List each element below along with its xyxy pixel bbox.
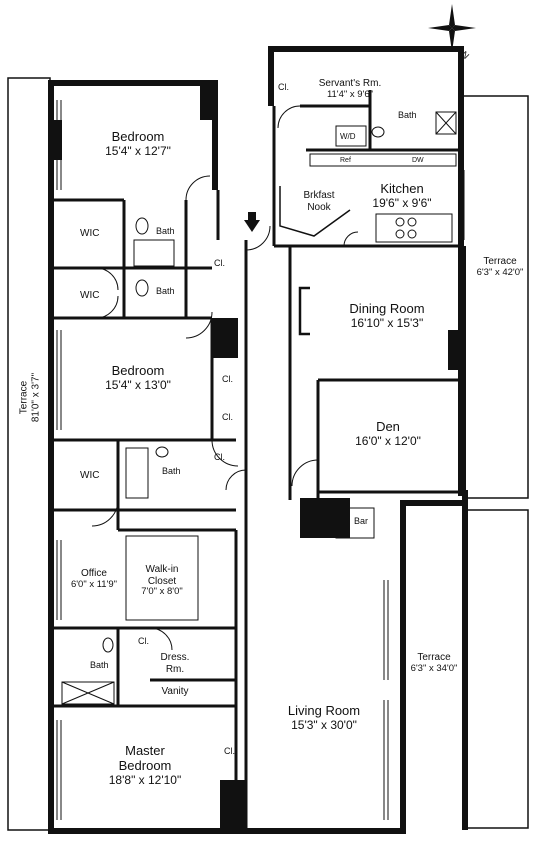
bedroom1-name: Bedroom	[111, 129, 165, 144]
walkin-closet-line2: Closet	[147, 575, 177, 587]
walkin-closet-line1: Walk-in	[145, 564, 179, 575]
bath-label-4: Bath	[90, 660, 109, 670]
windows	[56, 100, 465, 820]
fixtures	[61, 111, 457, 705]
den-label: Den 16'0" x 12'0"	[330, 419, 446, 449]
breakfast-nook-outline	[279, 186, 351, 237]
servants-room-label: Servant's Rm. 11'4" x 9'6"	[300, 78, 400, 100]
bedroom2-name: Bedroom	[111, 363, 165, 378]
closet-label-5: Cl.	[138, 636, 149, 646]
terrace-right-outline	[464, 95, 529, 829]
wic-label-2: WIC	[80, 290, 100, 301]
terrace-right-top-label: Terrace 6'3" x 42'0"	[470, 256, 530, 278]
bath-label-1: Bath	[156, 226, 175, 236]
dressing-room-line2: Rm.	[165, 663, 185, 675]
terrace-left-dims: 81'0" x 3'7"	[30, 372, 41, 423]
bath-label-5: Bath	[398, 110, 417, 120]
bedroom2-label: Bedroom 15'4" x 13'0"	[78, 363, 198, 393]
dining-room-dims: 16'10" x 15'3"	[350, 315, 424, 330]
terrace-left-label: Terrace 81'0" x 3'7"	[19, 358, 42, 438]
closet-label-1: Cl.	[214, 258, 225, 268]
dressing-room-label: Dress. Rm.	[150, 652, 200, 675]
dining-bracket	[298, 286, 310, 336]
breakfast-nook-line1: Brkfast	[303, 190, 335, 201]
walkin-closet-dims: 7'0" x 8'0"	[141, 586, 183, 597]
office-dims: 6'0" x 11'9"	[70, 578, 118, 590]
servants-room-name: Servant's Rm.	[318, 78, 382, 89]
terrace-left-outline	[7, 77, 51, 831]
washer-dryer-label: W/D	[340, 132, 356, 141]
terrace-left-name: Terrace	[18, 380, 30, 415]
closet-label-2: Cl.	[222, 374, 233, 384]
vanity-name: Vanity	[161, 686, 189, 697]
closet-label-4: Cl.	[214, 452, 225, 462]
bedroom1-label: Bedroom 15'4" x 12'7"	[78, 129, 198, 159]
walkin-closet-label: Walk-in Closet 7'0" x 8'0"	[130, 564, 194, 598]
kitchen-name: Kitchen	[380, 181, 424, 196]
living-room-label: Living Room 15'3" x 30'0"	[264, 703, 384, 733]
dishwasher-label: DW	[412, 157, 424, 164]
entry-arrow-icon	[244, 212, 260, 232]
closet-label-3: Cl.	[222, 412, 233, 422]
kitchen-label: Kitchen 19'6" x 9'6"	[352, 181, 452, 211]
wic-label-1: WIC	[80, 228, 100, 239]
interior-walls	[54, 90, 458, 828]
master-bedroom-name-line1: Master	[125, 743, 165, 758]
bedroom2-dims: 15'4" x 13'0"	[105, 377, 171, 392]
kitchen-dims: 19'6" x 9'6"	[372, 195, 432, 210]
wall-columns	[54, 80, 462, 830]
servants-room-dims: 11'4" x 9'6"	[326, 88, 374, 100]
door-swings	[91, 105, 359, 651]
den-name: Den	[376, 419, 400, 434]
closet-label-7: Cl.	[278, 82, 289, 92]
terrace-right-bottom-dims: 6'3" x 34'0"	[410, 662, 458, 674]
exterior-walls	[48, 46, 468, 834]
office-label: Office 6'0" x 11'9"	[64, 568, 124, 590]
office-name: Office	[81, 568, 107, 579]
master-bedroom-label: Master Bedroom 18'8" x 12'10"	[80, 743, 210, 788]
bar-label: Bar	[354, 516, 369, 526]
master-bedroom-dims: 18'8" x 12'10"	[108, 772, 182, 787]
closet-label-6: Cl.	[224, 746, 235, 756]
den-dims: 16'0" x 12'0"	[355, 433, 421, 448]
wic-label-3: WIC	[80, 470, 100, 481]
dressing-room-line1: Dress.	[160, 652, 190, 663]
master-bedroom-name-line2: Bedroom	[118, 757, 172, 773]
terrace-right-bottom-name: Terrace	[417, 652, 451, 663]
terrace-right-bottom-label: Terrace 6'3" x 34'0"	[404, 652, 464, 674]
dining-room-label: Dining Room 16'10" x 15'3"	[322, 301, 452, 331]
vanity-label: Vanity	[150, 686, 200, 698]
living-room-dims: 15'3" x 30'0"	[291, 717, 357, 732]
terrace-right-top-dims: 6'3" x 42'0"	[476, 266, 524, 278]
living-room-name: Living Room	[287, 703, 361, 718]
terrace-right-top-name: Terrace	[483, 256, 517, 267]
refrigerator-label: Ref	[340, 157, 351, 164]
breakfast-nook-line2: Nook	[307, 201, 331, 213]
dining-room-name: Dining Room	[349, 301, 425, 316]
bath-label-2: Bath	[156, 286, 175, 296]
bath-label-3: Bath	[162, 466, 181, 476]
compass-icon	[428, 4, 476, 52]
bedroom1-dims: 15'4" x 12'7"	[105, 143, 171, 158]
breakfast-nook-label: Brkfast Nook	[294, 190, 344, 213]
